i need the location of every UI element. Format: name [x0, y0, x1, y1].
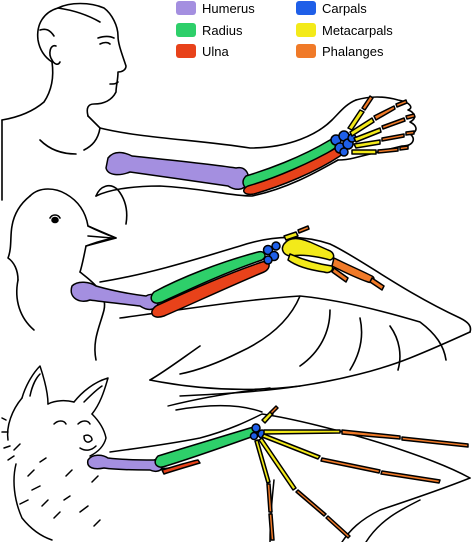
- bat-eyes: [53, 420, 91, 425]
- legend-label-ulna: Ulna: [202, 44, 230, 59]
- bird-ulna: [151, 260, 270, 318]
- bat-nose: [83, 434, 93, 443]
- bat-ear-left: [21, 365, 49, 405]
- bird-figure: [7, 188, 472, 391]
- bat-humerus: [86, 454, 164, 473]
- bat-metacarpals: [254, 411, 341, 491]
- human-figure: [1, 2, 417, 225]
- bat-wing-leading-edge: [109, 413, 471, 479]
- bat-bones: [86, 405, 469, 541]
- bat-radius: [154, 426, 258, 468]
- legend-item-carpals: Carpals: [296, 1, 367, 16]
- legend-label-radius: Radius: [202, 23, 243, 38]
- legend-item-metacarpals: Metacarpals: [296, 23, 393, 38]
- bird-metacarpals: [281, 231, 335, 274]
- bird-radius: [150, 250, 266, 304]
- legend: Humerus Radius Ulna Carpals Metacarpals …: [176, 1, 393, 59]
- bird-wing-upper-edge: [99, 236, 472, 333]
- bat-phalanges: [266, 405, 469, 541]
- bird-eye-pupil: [51, 216, 59, 224]
- carpals-swatch: [296, 1, 316, 15]
- bird-bones: [70, 225, 385, 318]
- human-carpals: [330, 130, 357, 157]
- humerus-swatch: [176, 1, 196, 15]
- bird-body: [16, 271, 106, 361]
- human-torso: [1, 115, 101, 201]
- bat-head-fur: [1, 397, 107, 461]
- human-hand-outline: [337, 96, 417, 161]
- human-eye: [99, 41, 111, 45]
- bird-lower-feathers: [167, 385, 301, 407]
- human-metacarpals: [347, 109, 382, 155]
- human-phalanges: [361, 95, 416, 154]
- bat-ear-right: [73, 377, 109, 415]
- legend-item-radius: Radius: [176, 23, 243, 38]
- bat-body-fur: [13, 443, 101, 541]
- bird-phalanges: [297, 225, 385, 291]
- human-hair: [36, 7, 101, 63]
- human-armpit: [95, 184, 128, 225]
- human-head-outline: [57, 2, 127, 117]
- bird-wing-feathers: [119, 295, 447, 381]
- human-humerus: [105, 151, 250, 190]
- legend-label-carpals: Carpals: [322, 1, 367, 16]
- bird-carpals: [262, 241, 281, 265]
- bat-ear-right-inner: [83, 385, 103, 403]
- legend-item-humerus: Humerus: [176, 1, 255, 16]
- phalanges-swatch: [296, 44, 316, 58]
- bat-mouth: [79, 445, 97, 451]
- human-ulna: [243, 146, 345, 196]
- bat-carpals: [249, 423, 267, 441]
- bird-wing-trailing-edge: [149, 331, 471, 391]
- bat-wing-top-edge: [175, 405, 263, 413]
- bird-beak: [85, 225, 117, 247]
- bat-ulna: [161, 459, 201, 475]
- legend-label-metacarpals: Metacarpals: [322, 23, 393, 38]
- human-brow: [97, 35, 115, 39]
- human-bones: [105, 95, 416, 196]
- bird-humerus: [70, 281, 160, 311]
- legend-label-phalanges: Phalanges: [322, 44, 384, 59]
- human-ear: [49, 44, 61, 65]
- bat-ear-left-inner: [29, 373, 41, 397]
- legend-label-humerus: Humerus: [202, 1, 255, 16]
- human-neck-back: [1, 61, 54, 121]
- human-arm-lower-edge: [95, 159, 339, 197]
- ulna-swatch: [176, 44, 196, 58]
- human-arm-upper-edge: [99, 99, 357, 149]
- bird-eye: [49, 214, 61, 219]
- metacarpals-swatch: [296, 23, 316, 37]
- bird-crest: [7, 195, 31, 281]
- human-mouth: [109, 81, 119, 85]
- bird-head-outline: [29, 188, 117, 273]
- legend-item-ulna: Ulna: [176, 44, 230, 59]
- radius-swatch: [176, 23, 196, 37]
- legend-item-phalanges: Phalanges: [296, 44, 384, 59]
